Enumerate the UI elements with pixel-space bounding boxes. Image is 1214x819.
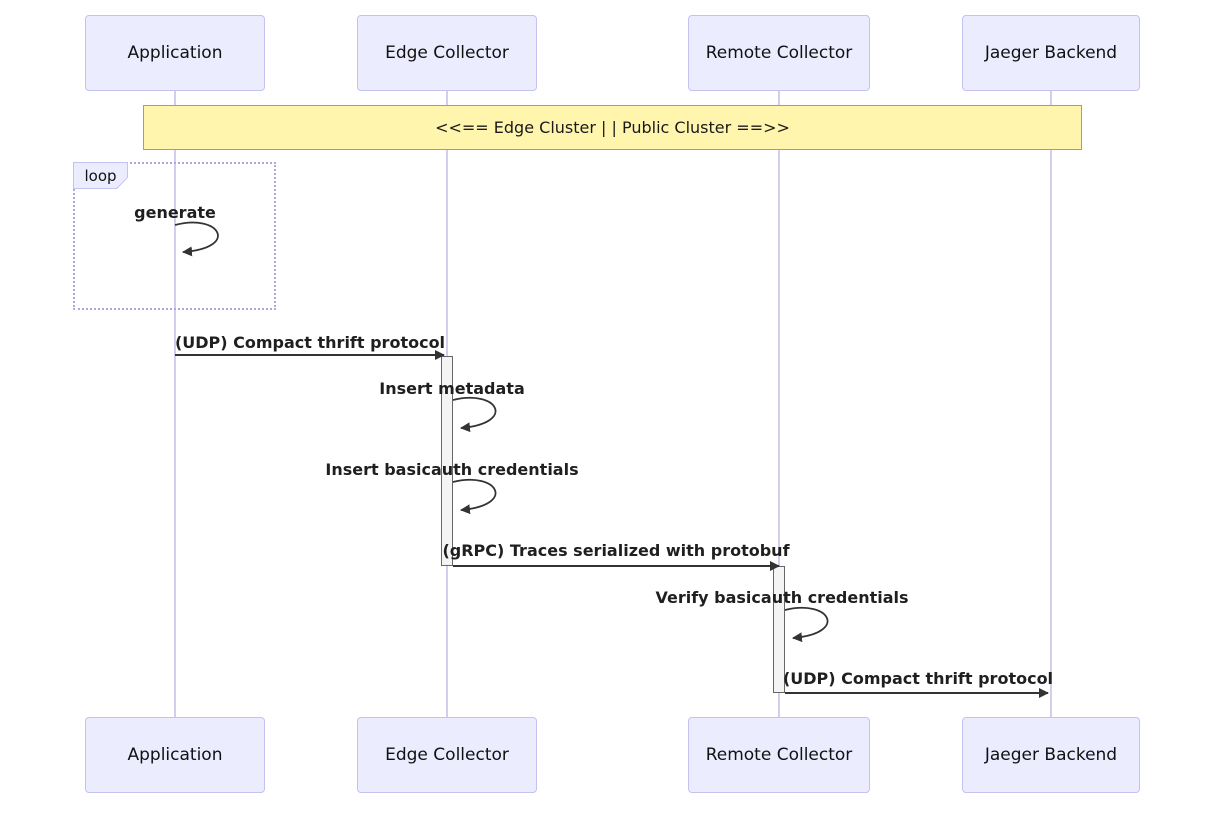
- actor-label: Edge Collector: [385, 43, 509, 63]
- message-label-insert-basicauth: Insert basicauth credentials: [325, 460, 579, 479]
- lifeline-jaeger-backend: [1050, 91, 1052, 717]
- loop-frame: [73, 162, 276, 310]
- message-label-verify-basicauth: Verify basicauth credentials: [655, 588, 909, 607]
- self-loop-insert-metadata-arrow: [452, 397, 497, 433]
- actor-top-application: Application: [85, 15, 265, 91]
- actor-bottom-application: Application: [85, 717, 265, 793]
- actor-label: Application: [127, 43, 223, 63]
- actor-bottom-jaeger-backend: Jaeger Backend: [962, 717, 1140, 793]
- message-label-udp-2: (UDP) Compact thrift protocol: [782, 669, 1054, 688]
- self-loop-insert-basicauth-arrow: [452, 479, 497, 515]
- message-label-generate: generate: [134, 203, 216, 222]
- actor-label: Remote Collector: [705, 745, 853, 765]
- actor-top-remote-collector: Remote Collector: [688, 15, 870, 91]
- activation-edge-collector: [441, 356, 453, 566]
- actor-label: Jaeger Backend: [984, 43, 1118, 63]
- message-label-udp-1: (UDP) Compact thrift protocol: [174, 333, 446, 352]
- loop-label-text: loop: [84, 166, 117, 185]
- actor-bottom-edge-collector: Edge Collector: [357, 717, 537, 793]
- self-loop-verify-basicauth-arrow: [784, 607, 829, 643]
- actor-top-edge-collector: Edge Collector: [357, 15, 537, 91]
- message-label-grpc: (gRPC) Traces serialized with protobuf: [442, 541, 790, 560]
- note-text: <<== Edge Cluster | | Public Cluster ==>…: [435, 118, 790, 137]
- actor-label: Jaeger Backend: [984, 745, 1118, 765]
- actor-label: Application: [127, 745, 223, 765]
- lifeline-application: [174, 91, 176, 717]
- actor-label: Remote Collector: [705, 43, 853, 63]
- message-label-insert-metadata: Insert metadata: [379, 379, 525, 398]
- actor-bottom-remote-collector: Remote Collector: [688, 717, 870, 793]
- lifeline-remote-collector: [778, 91, 780, 717]
- actor-label: Edge Collector: [385, 745, 509, 765]
- loop-label: loop: [74, 163, 127, 188]
- note-cluster-boundary: <<== Edge Cluster | | Public Cluster ==>…: [143, 105, 1082, 150]
- actor-top-jaeger-backend: Jaeger Backend: [962, 15, 1140, 91]
